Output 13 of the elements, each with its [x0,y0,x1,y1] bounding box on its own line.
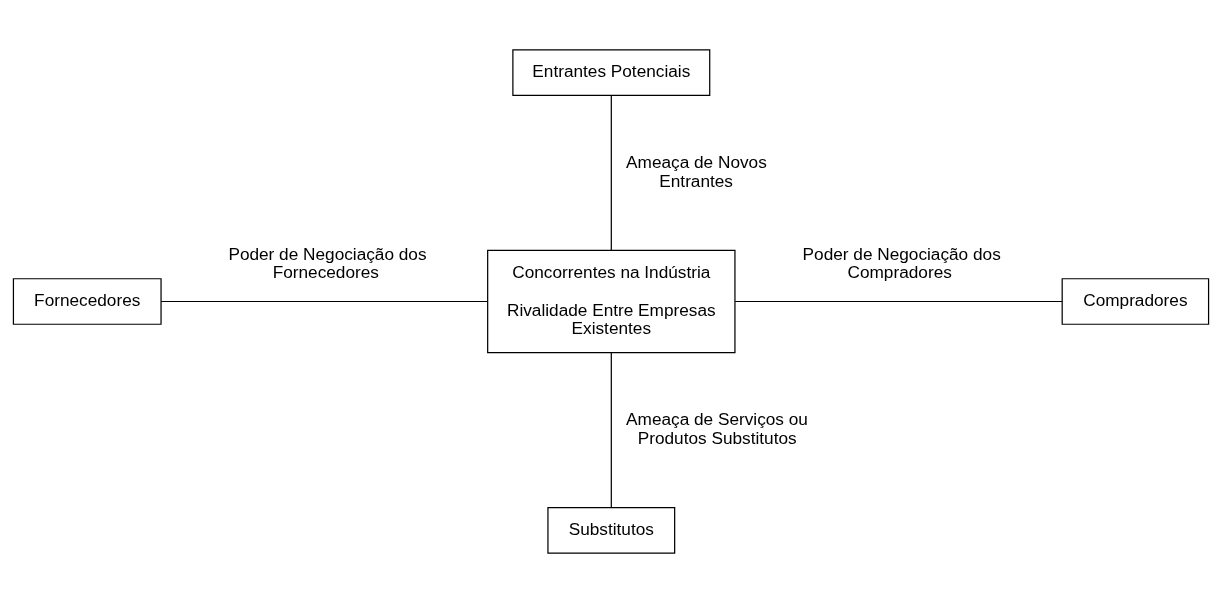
edge-label: Poder de Negociação dos Fornecedores [228,243,427,283]
node-box: Fornecedores [12,278,162,325]
connector [610,95,612,251]
connector [734,300,1063,303]
edge-label: Ameaça de Serviços ou Produtos Substitutos [626,409,808,448]
node-box: Entrantes Potenciais [512,49,711,97]
edge-label: Poder de Negociação dos Compradores [802,243,1001,283]
node-box: Concorrentes na Indústria Rivalidade Entre Empresas Existentes [487,249,736,354]
connector [610,352,612,508]
node-box: Compradores [1061,278,1210,325]
node-box: Substitutos [547,506,676,554]
edge-label: Ameaça de Novos Entrantes [626,152,767,191]
connector [160,300,488,303]
